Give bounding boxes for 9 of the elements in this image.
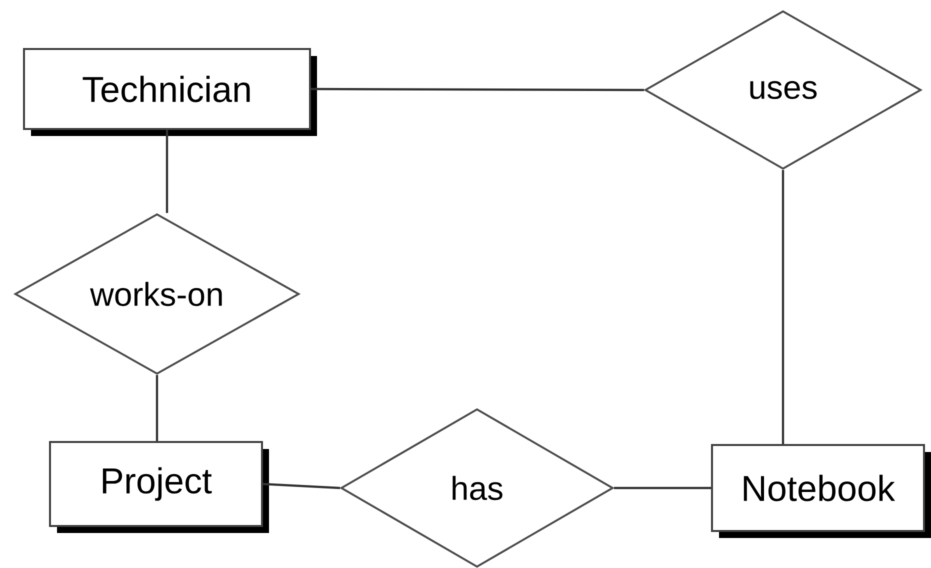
connector-line [311,88,644,92]
connector-line [262,482,340,490]
connector-line [166,130,168,213]
connector-line [156,375,158,441]
entity-box: Notebook [711,444,931,538]
entity-box: Technician [23,48,317,136]
connector-line [614,486,711,490]
connector-line [782,170,784,444]
entity-box: Project [49,441,269,533]
